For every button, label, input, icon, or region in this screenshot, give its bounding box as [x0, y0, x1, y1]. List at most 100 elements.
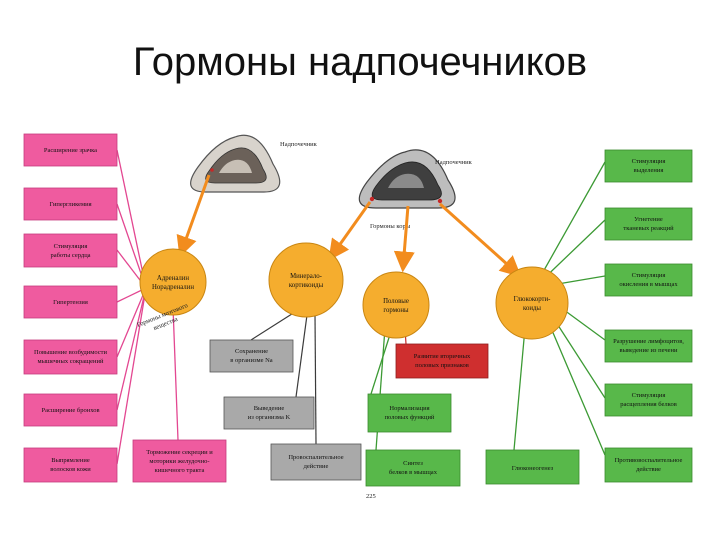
effect-text: действие: [636, 466, 661, 473]
effect-text: тканевых реакций: [623, 225, 674, 232]
svg-text:действие: действие: [304, 463, 329, 470]
effect-text: окисления в мышцах: [619, 281, 678, 288]
circle-label-line: кортикоиды: [289, 282, 324, 289]
effect-text: действие: [304, 463, 329, 470]
hormone-arrows: [176, 174, 522, 278]
svg-text:мышечных сокращений: мышечных сокращений: [38, 358, 104, 365]
svg-text:Глюконеогенез: Глюконеогенез: [512, 465, 554, 472]
effect-box-right-4: Разрушение лимфоцитов, выведение из пече…: [604, 329, 693, 363]
svg-text:гормоны: гормоны: [383, 307, 409, 314]
effect-text: Нормализация: [389, 405, 429, 412]
effect-text: в организме Na: [230, 357, 272, 364]
effect-text: Выведение: [254, 405, 285, 412]
svg-text:Расширение зрачка: Расширение зрачка: [44, 147, 97, 154]
circle-adrenaline: Адреналин Норадреналин: [139, 248, 207, 316]
adrenal-gland-right: [358, 149, 456, 209]
effect-text: моторики желудочно-: [149, 458, 209, 465]
effect-text: Противовоспалительное: [615, 457, 683, 464]
circle-label-line: коиды: [523, 305, 541, 312]
effect-text: Синтез: [403, 460, 423, 467]
gland-label-right: Надпочечник: [435, 159, 473, 166]
adrenal-gland-left: [190, 134, 281, 193]
effect-box-right-3: Стимуляция окисления в мышцах: [604, 263, 693, 297]
svg-text:Провоспалительное: Провоспалительное: [288, 454, 343, 461]
effect-box-bronchi: Расширение бронхов: [23, 393, 118, 427]
svg-text:Расширение бронхов: Расширение бронхов: [41, 407, 99, 414]
circle-sex-hormones: Половые гормоны: [362, 271, 430, 339]
svg-text:выделения: выделения: [634, 167, 664, 174]
effect-box-right-5: Стимуляция расщепления белков: [604, 383, 693, 417]
svg-text:Половые: Половые: [383, 298, 409, 305]
right-effects: Стимуляция выделения Угнетение тканевых …: [604, 149, 693, 483]
effect-text: Расширение зрачка: [44, 147, 97, 154]
svg-text:Угнетение: Угнетение: [634, 216, 663, 223]
circle-label-line: Половые: [383, 298, 409, 305]
effect-text: выведение из печени: [620, 347, 678, 354]
effect-box-proinflammatory: Провоспалительное действие: [270, 443, 362, 481]
effect-text: половых функций: [385, 414, 435, 421]
effect-box-secondary-sex: Развитие вторичных половых признаков: [395, 343, 489, 379]
svg-text:Стимуляция: Стимуляция: [632, 158, 666, 165]
effect-box-gluconeogenesis: Глюконеогенез: [485, 449, 580, 485]
effect-text: Торможение секреции и: [146, 449, 213, 456]
effect-box-hypertension: Гипертензия: [23, 285, 118, 319]
circle-label-line: Адреналин: [157, 275, 190, 282]
effect-box-skin-hair: Выпрямление волосков кожи: [23, 447, 118, 483]
svg-text:окисления в мышцах: окисления в мышцах: [619, 281, 678, 288]
effect-box-hyperglycemia: Гипергликемия: [23, 187, 118, 221]
circle-label-line: Минерало-: [290, 273, 323, 280]
effect-text: Стимуляция: [632, 158, 666, 165]
effect-text: белков в мышцах: [389, 469, 438, 476]
effect-box-heart: Стимуляция работы сердца: [23, 233, 118, 268]
svg-text:Стимуляция: Стимуляция: [632, 272, 666, 279]
effect-box-right-2: Угнетение тканевых реакций: [604, 207, 693, 241]
effect-text: Глюконеогенез: [512, 465, 554, 472]
svg-text:половых признаков: половых признаков: [415, 362, 469, 369]
svg-text:Синтез: Синтез: [403, 460, 423, 467]
svg-text:волосков кожи: волосков кожи: [50, 466, 91, 473]
adrenal-hormones-diagram: Надпочечник Надпочечник Гормоны коры: [23, 133, 693, 500]
effect-box-na-retention: Сохранение в организме Na: [209, 339, 294, 373]
cortex-hormones-label: Гормоны коры: [370, 223, 411, 230]
effect-box-k-excretion: Выведение из организма K: [223, 396, 315, 430]
svg-text:расщепления белков: расщепления белков: [620, 401, 677, 408]
svg-text:Нормализация: Нормализация: [389, 405, 429, 412]
circle-label-line: Глюкокорти-: [514, 296, 552, 303]
effect-text: волосков кожи: [50, 466, 91, 473]
svg-text:Норадреналин: Норадреналин: [152, 284, 194, 291]
circle-glucocorticoids: Глюкокорти- коиды: [495, 266, 569, 340]
svg-text:Развитие вторичных: Развитие вторичных: [414, 353, 471, 360]
page-title: Гормоны надпочечников: [132, 40, 588, 84]
effect-text: Сохранение: [235, 348, 268, 355]
circle-label-line: Норадреналин: [152, 284, 194, 291]
svg-text:Повышение возбудимости: Повышение возбудимости: [34, 349, 108, 356]
circle-label-line: гормоны: [383, 307, 409, 314]
effect-box-protein-synthesis: Синтез белков в мышцах: [365, 449, 461, 487]
circle-mineralocorticoids: Минерало- кортикоиды: [268, 242, 344, 318]
effect-text: мышечных сокращений: [38, 358, 104, 365]
effect-text: Провоспалительное: [288, 454, 343, 461]
left-effects: Расширение зрачка Гипергликемия Стимуляц…: [23, 133, 118, 483]
connectors-gray: [250, 311, 317, 445]
effect-text: Расширение бронхов: [41, 407, 99, 414]
effect-text: выделения: [634, 167, 664, 174]
effect-box-normalization: Нормализация половых функций: [367, 393, 452, 433]
svg-text:моторики желудочно-: моторики желудочно-: [149, 458, 209, 465]
svg-text:кишечного тракта: кишечного тракта: [155, 467, 205, 474]
effect-text: работы сердца: [50, 252, 90, 259]
effect-text: Разрушение лимфоцитов,: [613, 338, 684, 345]
effect-text: из организма K: [248, 414, 291, 421]
effect-text: Развитие вторичных: [414, 353, 471, 360]
effect-text: Стимуляция: [54, 243, 88, 250]
svg-text:Выведение: Выведение: [254, 405, 285, 412]
svg-text:Гипергликемия: Гипергликемия: [49, 201, 91, 208]
effect-text: Стимуляция: [632, 272, 666, 279]
effect-text: кишечного тракта: [155, 467, 205, 474]
svg-text:Разрушение лимфоцитов,: Разрушение лимфоцитов,: [613, 338, 684, 345]
svg-text:половых функций: половых функций: [385, 414, 435, 421]
svg-text:белков в мышцах: белков в мышцах: [389, 469, 438, 476]
svg-text:работы сердца: работы сердца: [50, 252, 90, 259]
gland-label-left: Надпочечник: [280, 141, 318, 148]
effect-box-right-1: Стимуляция выделения: [604, 149, 693, 183]
effect-text: Угнетение: [634, 216, 663, 223]
